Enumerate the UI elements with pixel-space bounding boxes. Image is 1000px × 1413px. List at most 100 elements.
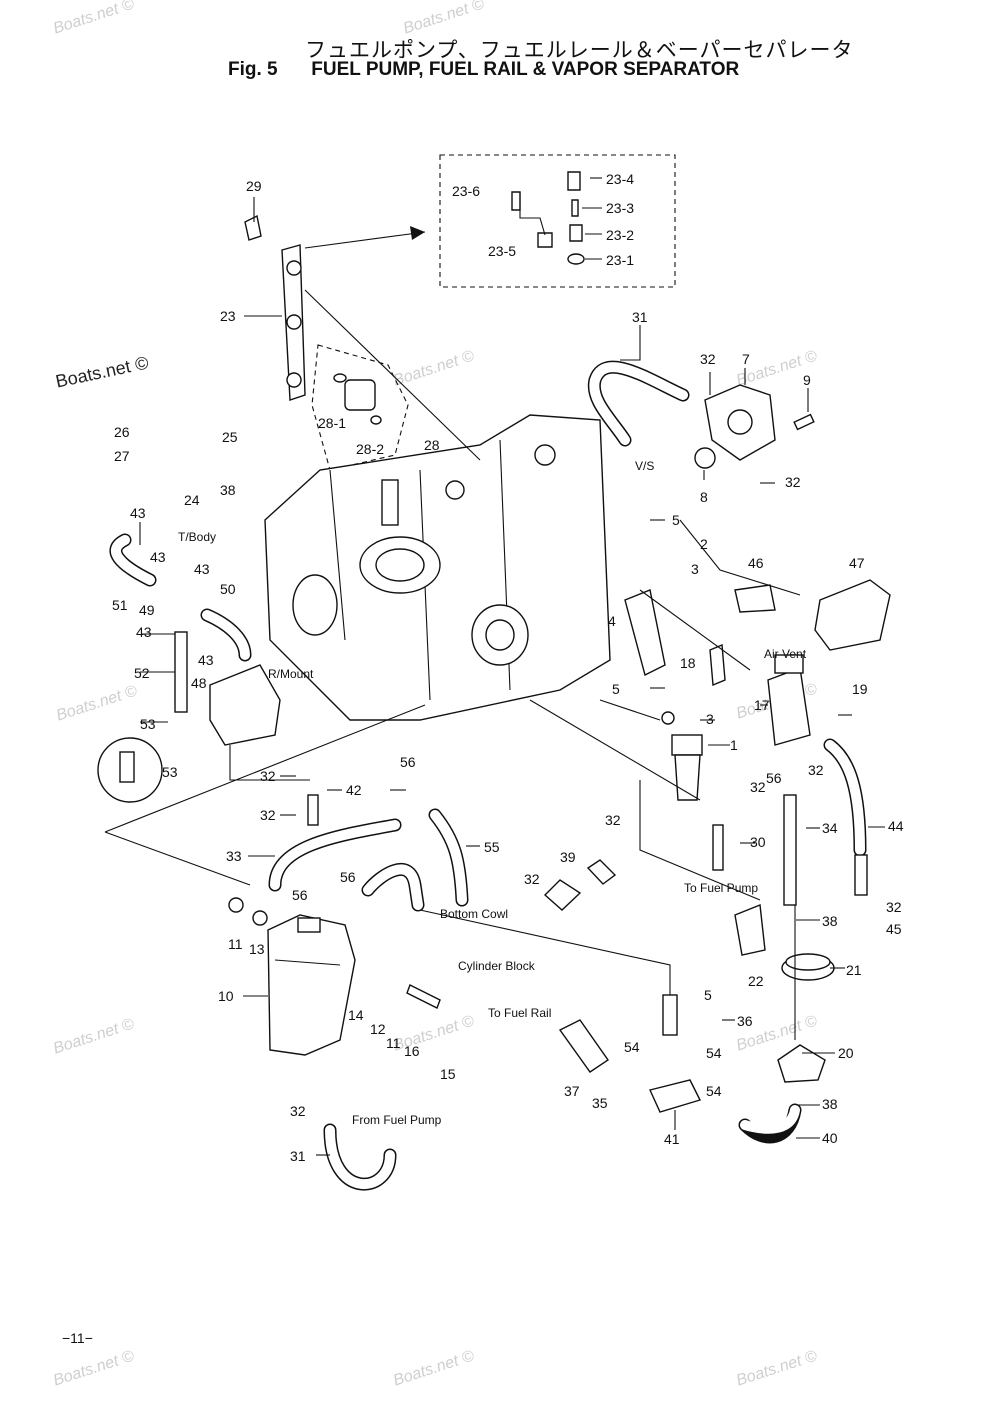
fuel-filter-part-1 xyxy=(661,711,703,801)
callout-48: 48 xyxy=(191,675,207,691)
callout-4: 4 xyxy=(608,613,616,629)
callout-23: 23 xyxy=(220,308,236,324)
callout-28: 28 xyxy=(424,437,440,453)
callout-2: 2 xyxy=(700,536,708,552)
callout-38: 38 xyxy=(220,482,236,498)
callout-5: 5 xyxy=(612,681,620,697)
callout-56: 56 xyxy=(340,869,356,885)
callout-29: 29 xyxy=(246,178,262,194)
callout-51: 51 xyxy=(112,597,128,613)
callout-5: 5 xyxy=(704,987,712,1003)
callout-49: 49 xyxy=(139,602,155,618)
callout-28-1: 28-1 xyxy=(318,415,346,431)
callout-23-2: 23-2 xyxy=(606,227,634,243)
callout-15: 15 xyxy=(440,1066,456,1082)
figure-number: Fig. 5 xyxy=(228,59,278,80)
diagram-title-english: Fig. 5 FUEL PUMP, FUEL RAIL & VAPOR SEPA… xyxy=(228,59,739,81)
callout-31: 31 xyxy=(290,1148,306,1164)
callout-32: 32 xyxy=(290,1103,306,1119)
callout-44: 44 xyxy=(888,818,904,834)
callout-7: 7 xyxy=(742,351,750,367)
callout-28-2: 28-2 xyxy=(356,441,384,457)
clamp-part-21 xyxy=(781,953,835,981)
fuel-pump-part-7 xyxy=(694,384,815,469)
diagram-title-japanese: フュエルポンプ、フュエルレール＆ベーパーセパレータ xyxy=(305,39,854,62)
callout-43: 43 xyxy=(136,624,152,640)
callout-54: 54 xyxy=(706,1045,722,1061)
callout-14: 14 xyxy=(348,1007,364,1023)
callout-32: 32 xyxy=(260,768,276,784)
assembly-lines xyxy=(104,289,801,1040)
callout-46: 46 xyxy=(748,555,764,571)
callout-26: 26 xyxy=(114,424,130,440)
callout-5: 5 xyxy=(672,512,680,528)
callout-39: 39 xyxy=(560,849,576,865)
callout-27: 27 xyxy=(114,448,130,464)
callout-13: 13 xyxy=(249,941,265,957)
callout-11: 11 xyxy=(228,936,243,952)
tubes xyxy=(174,631,868,1073)
note-cylinder-block: Cylinder Block xyxy=(458,959,536,973)
callout-53: 53 xyxy=(162,764,178,780)
fuel-rail-detail-inset xyxy=(304,154,676,288)
callout-32: 32 xyxy=(886,899,902,915)
injector-detail-inset xyxy=(311,344,409,471)
callout-45: 45 xyxy=(886,921,902,937)
callout-12: 12 xyxy=(370,1021,386,1037)
figure-name: FUEL PUMP, FUEL RAIL & VAPOR SEPARATOR xyxy=(311,59,740,80)
callout-32: 32 xyxy=(700,351,716,367)
callout-53: 53 xyxy=(140,716,156,732)
callout-23-6: 23-6 xyxy=(452,183,480,199)
callout-54: 54 xyxy=(624,1039,640,1055)
callout-19: 19 xyxy=(852,681,868,697)
vapor-separator-part-10 xyxy=(228,897,356,1056)
callout-8: 8 xyxy=(700,489,708,505)
callout-23-3: 23-3 xyxy=(606,200,634,216)
callout-41: 41 xyxy=(664,1131,680,1147)
callout-34: 34 xyxy=(822,820,838,836)
callout-32: 32 xyxy=(524,871,540,887)
note-vs: V/S xyxy=(635,459,654,473)
callout-10: 10 xyxy=(218,988,234,1004)
callout-32: 32 xyxy=(750,779,766,795)
joint-part-41 xyxy=(649,1079,701,1113)
callout-47: 47 xyxy=(849,555,865,571)
detail-circle-53 xyxy=(97,737,163,803)
callout-43: 43 xyxy=(130,505,146,521)
callout-11: 11 xyxy=(386,1035,401,1051)
leader-lines xyxy=(139,177,885,1156)
callout-50: 50 xyxy=(220,581,236,597)
callout-42: 42 xyxy=(346,782,362,798)
callout-16: 16 xyxy=(404,1043,420,1059)
callout-30: 30 xyxy=(750,834,766,850)
callout-23-5: 23-5 xyxy=(488,243,516,259)
callout-23-1: 23-1 xyxy=(606,252,634,268)
callout-3: 3 xyxy=(691,561,699,577)
note-t-body: T/Body xyxy=(178,530,216,544)
callout-18: 18 xyxy=(680,655,696,671)
brackets xyxy=(624,584,776,956)
vent-separator-part-17 xyxy=(767,654,811,746)
callout-56: 56 xyxy=(766,770,782,786)
callout-33: 33 xyxy=(226,848,242,864)
diagram-notes: V/S T/Body R/Mount Air Vent To Fuel Pump… xyxy=(178,459,807,1127)
callout-56: 56 xyxy=(400,754,416,770)
callout-43: 43 xyxy=(194,561,210,577)
callout-54: 54 xyxy=(706,1083,722,1099)
callout-36: 36 xyxy=(737,1013,753,1029)
callout-43: 43 xyxy=(198,652,214,668)
fuel-rail xyxy=(244,214,306,401)
callout-32: 32 xyxy=(260,807,276,823)
callout-35: 35 xyxy=(592,1095,608,1111)
callout-43: 43 xyxy=(150,549,166,565)
callout-31: 31 xyxy=(632,309,648,325)
callout-38: 38 xyxy=(822,913,838,929)
callout-40: 40 xyxy=(822,1130,838,1146)
callout-24: 24 xyxy=(184,492,200,508)
callout-32: 32 xyxy=(808,762,824,778)
hoses xyxy=(109,360,867,1191)
callout-56: 56 xyxy=(292,887,308,903)
callout-21: 21 xyxy=(846,962,862,978)
bracket-part-47 xyxy=(814,579,891,651)
callout-52: 52 xyxy=(134,665,150,681)
